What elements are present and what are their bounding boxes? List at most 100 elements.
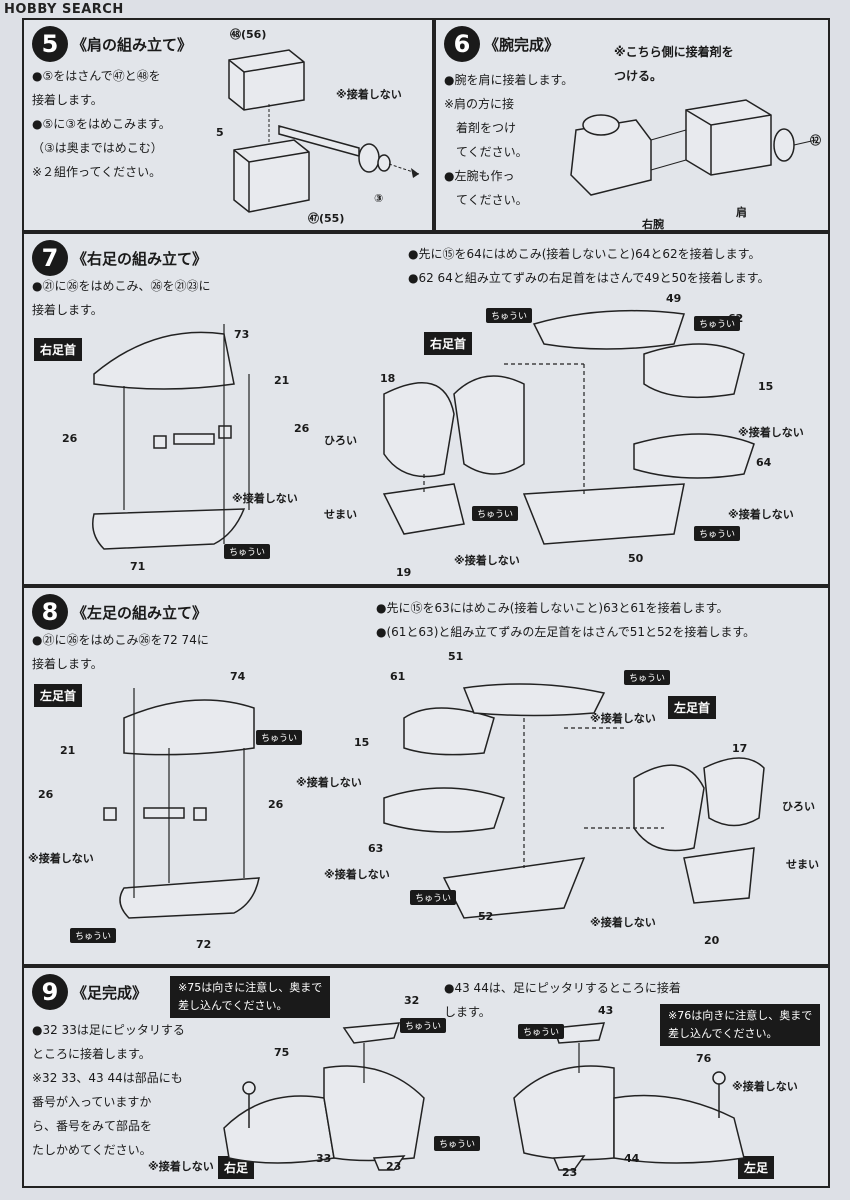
part-label: 23 [562, 1166, 578, 1179]
part-label: ⑫ [810, 134, 821, 147]
part-label: 61 [390, 670, 406, 683]
part-label: ㊽(56) [230, 28, 267, 41]
part-label: 76 [696, 1052, 712, 1065]
caution-tag: ちゅうい [434, 1136, 481, 1151]
no-glue-note: ※接着しない [232, 492, 298, 505]
right-leg-diagram [223, 1022, 425, 1171]
step-9-mid-instructions: ●43 44は、足にピッタリするところに接着します。 [444, 981, 681, 1019]
part-label: 75 [274, 1046, 290, 1059]
section-9-panel: 9 《足完成》 ●32 33は足にピッタリするところに接着します。※32 33、… [22, 966, 830, 1188]
part-label: 73 [234, 328, 250, 341]
no-glue-note: ※接着しない [732, 1080, 798, 1093]
part-label: 43 [598, 1004, 614, 1017]
part-label: 15 [354, 736, 370, 749]
part-label: 64 [756, 456, 772, 469]
step-title: 《右足の組み立て》 [72, 249, 208, 268]
step-7-right-instructions: ●先に⑮を64にはめこみ(接着しないこと)64と62を接着します。●62 64と… [408, 247, 770, 285]
right-ankle-label-2: 右足首 [424, 332, 473, 355]
caution-tag: ちゅうい [256, 730, 303, 745]
no-glue-note: ※接着しない [590, 712, 656, 725]
part-label: 肩 [736, 206, 747, 219]
step-9-instructions: ●32 33は足にピッタリするところに接着します。※32 33、43 44は部品… [32, 1023, 185, 1157]
left-leg-label: 左足 [738, 1156, 775, 1179]
no-glue-note: ※接着しない [336, 88, 402, 101]
part-label: 33 [316, 1152, 332, 1165]
no-glue-note: ※接着しない [728, 508, 794, 521]
narrow-label: せまい [324, 508, 357, 521]
right-foot-diagram [382, 309, 755, 545]
step-number: 6 [444, 26, 480, 62]
wide-label: ひろい [782, 800, 815, 813]
part-label: 74 [230, 670, 246, 683]
left-ankle-diagram [103, 688, 260, 919]
step-8-right-instructions: ●先に⑮を63にはめこみ(接着しないこと)63と61を接着します。●(61と63… [376, 601, 756, 639]
section-7-panel: 7 《右足の組み立て》 ●㉑に㉖をはめこみ、㉖を㉑㉓に接着します。 ●先に⑮を6… [22, 232, 830, 586]
caution-tag: ちゅうい [624, 670, 671, 685]
step-title: 《左足の組み立て》 [72, 603, 208, 622]
step-number: 5 [32, 26, 68, 62]
part-label: ③ [374, 192, 384, 205]
caution-tag: ちゅうい [518, 1024, 565, 1039]
step-number: 8 [32, 594, 68, 630]
part-label: 44 [624, 1152, 640, 1165]
part-label: 20 [704, 934, 720, 947]
no-glue-note: ※接着しない [28, 852, 94, 865]
step-5-instructions: ●⑤をはさんで㊼と㊽を接着します。●⑤に③をはめこみます。（③は奥まではめこむ）… [32, 69, 171, 179]
section-8-panel: 8 《左足の組み立て》 ●㉑に㉖をはめこみ㉖を72 74に接着します。 ●先に⑮… [22, 586, 830, 966]
section-6-header: 6 《腕完成》 [444, 26, 559, 62]
right-ankle-label: 右足首 [34, 338, 83, 361]
no-glue-note: ※接着しない [590, 916, 656, 929]
no-glue-note: ※接着しない [324, 868, 390, 881]
caution-tag: ちゅうい [486, 308, 533, 323]
right-leg-label: 右足 [218, 1156, 255, 1179]
step-7-instructions: ●㉑に㉖をはめこみ、㉖を㉑㉓に接着します。 [32, 279, 211, 317]
step-number: 7 [32, 240, 68, 276]
caution-tag: ちゅうい [400, 1018, 447, 1033]
insert-direction-note-right: ※76は向きに注意し、奥まで差し込んでください。 [660, 1004, 821, 1046]
part-label: 51 [448, 650, 464, 663]
part-label: 15 [758, 380, 774, 393]
section-7-header: 7 《右足の組み立て》 [32, 240, 207, 276]
part-label: 26 [38, 788, 54, 801]
caution-tag: ちゅうい [694, 316, 741, 331]
section-8-header: 8 《左足の組み立て》 [32, 594, 207, 630]
section-5-header: 5 《肩の組み立て》 [32, 26, 192, 62]
part-label: 52 [478, 910, 494, 923]
step-8-instructions: ●㉑に㉖をはめこみ㉖を72 74に接着します。 [32, 633, 209, 671]
section-6-panel: 6 《腕完成》 ●腕を肩に接着します。※肩の方に接 着剤をつけ てください。●左… [434, 18, 830, 232]
step-title: 《足完成》 [72, 983, 148, 1002]
part-label: 32 [404, 994, 420, 1007]
left-ankle-label-2: 左足首 [668, 696, 717, 719]
step-title: 《肩の組み立て》 [72, 35, 193, 54]
caution-tag: ちゅうい [70, 928, 117, 943]
caution-tag: ちゅうい [410, 890, 457, 905]
watermark: HOBBY SEARCH [4, 2, 124, 17]
part-label: 23 [386, 1160, 402, 1173]
part-label: 63 [368, 842, 384, 855]
no-glue-note: ※接着しない [148, 1160, 214, 1173]
step-6-instructions: ●腕を肩に接着します。※肩の方に接 着剤をつけ てください。●左腕も作っ てくだ… [444, 73, 574, 207]
part-label: ㊼(55) [308, 212, 345, 225]
left-foot-diagram [383, 683, 765, 919]
no-glue-note: ※接着しない [454, 554, 520, 567]
glue-side-note: ※こちら側に接着剤をつける。 [614, 45, 734, 83]
part-label: 右腕 [642, 218, 664, 231]
part-label: 49 [666, 292, 682, 305]
part-label: 19 [396, 566, 412, 579]
no-glue-note: ※接着しない [296, 776, 362, 789]
part-label: 21 [60, 744, 76, 757]
part-label: 17 [732, 742, 748, 755]
caution-tag: ちゅうい [472, 506, 519, 521]
part-label: 5 [216, 126, 224, 139]
part-label: 72 [196, 938, 212, 951]
part-label: 71 [130, 560, 146, 573]
right-ankle-diagram [92, 324, 250, 550]
step-number: 9 [32, 974, 68, 1010]
part-label: 18 [380, 372, 396, 385]
part-label: 21 [274, 374, 290, 387]
caution-tag: ちゅうい [694, 526, 741, 541]
caution-tag: ちゅうい [224, 544, 271, 559]
part-label: 26 [62, 432, 78, 445]
arm-assembly-diagram [570, 99, 817, 196]
part-label: 26 [294, 422, 310, 435]
